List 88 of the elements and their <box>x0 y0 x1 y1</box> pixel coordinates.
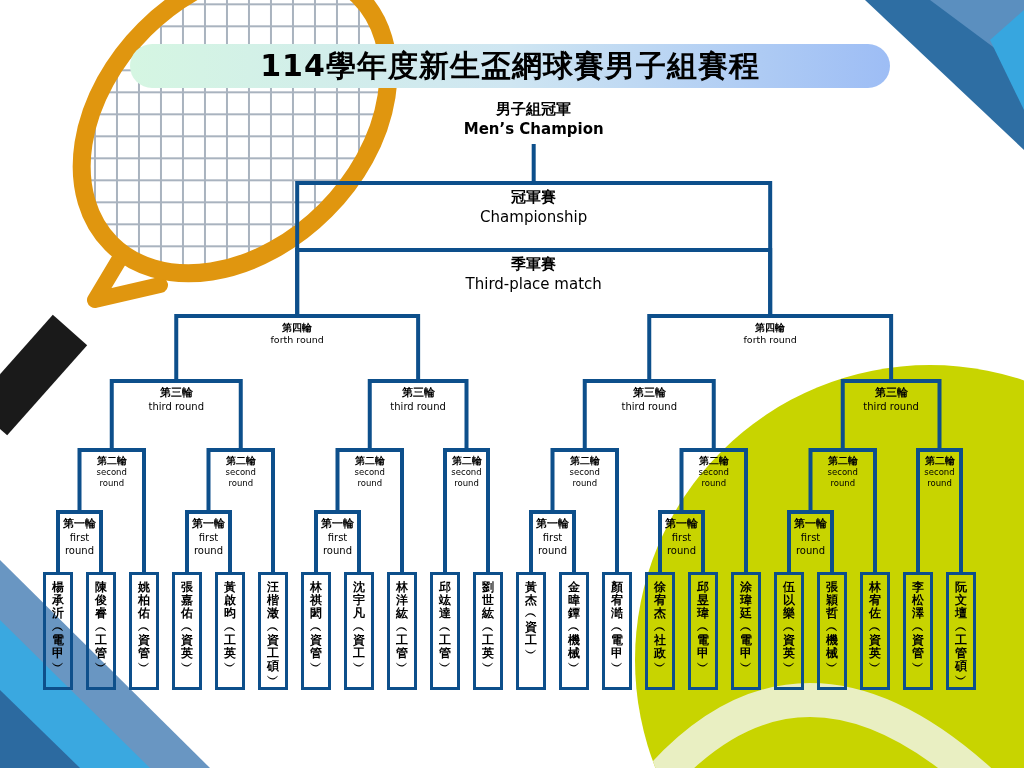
player-box <box>387 572 417 690</box>
player-name: 楊承沂︵電甲︶ <box>52 581 64 674</box>
round-label: 第一輪 <box>191 517 226 531</box>
player-box <box>817 572 847 690</box>
round-label: second round <box>450 467 483 490</box>
player-box <box>860 572 890 690</box>
player-name: 李松澤︵資管︶ <box>912 581 924 674</box>
player-name: 顏宥澔︵電甲︶ <box>611 581 623 674</box>
player-name: 劉世紘︵工英︶ <box>482 581 494 674</box>
round-label: 季軍賽 <box>510 255 558 275</box>
round-label: 第四輪 <box>281 321 314 334</box>
player-name: 陳俊睿︵工管︶ <box>95 581 107 674</box>
player-box <box>559 572 589 690</box>
player-name: 張穎哲︵機械︶ <box>826 581 838 674</box>
player-box <box>602 572 632 690</box>
round-label: 第一輪 <box>793 517 828 531</box>
round-label: 第一輪 <box>535 517 570 531</box>
player-box <box>516 572 546 690</box>
round-label: 第三輪 <box>631 386 667 400</box>
round-label: 第二輪 <box>95 455 128 468</box>
round-label: 第一輪 <box>320 517 355 531</box>
round-label: third round <box>147 399 205 413</box>
round-label: first round <box>665 530 697 557</box>
player-name: 張嘉佑︵資英︶ <box>181 581 193 674</box>
round-label: 第二輪 <box>353 455 386 468</box>
player-name: 涂瑋廷︵電甲︶ <box>740 581 752 674</box>
round-label: 第三輪 <box>873 386 909 400</box>
round-label: third round <box>389 399 447 413</box>
round-label: first round <box>536 530 568 557</box>
player-name: 黃啟昀︵工英︶ <box>224 581 236 674</box>
round-label: 第二輪 <box>224 455 257 468</box>
player-box <box>473 572 503 690</box>
player-name: 邱竑達︵工管︶ <box>439 581 451 674</box>
player-name: 汪楷澂︵資工碩︶ <box>267 581 279 687</box>
player-box <box>645 572 675 690</box>
round-label: 第一輪 <box>62 517 97 531</box>
champion-label: 男子組冠軍 <box>495 100 573 120</box>
player-box <box>946 572 976 690</box>
round-label: first round <box>321 530 353 557</box>
player-box <box>774 572 804 690</box>
player-box <box>344 572 374 690</box>
round-label: third round <box>620 399 678 413</box>
round-label: second round <box>224 467 257 490</box>
player-box <box>172 572 202 690</box>
title-banner: 114學年度新生盃網球賽男子組賽程 <box>130 44 890 88</box>
player-name: 林洋紘︵工管︶ <box>396 581 408 674</box>
round-label: 第二輪 <box>923 455 956 468</box>
player-box <box>258 572 288 690</box>
round-label: third round <box>862 399 920 413</box>
player-box <box>215 572 245 690</box>
player-name: 沈宇凡︵資工︶ <box>353 581 365 674</box>
player-name: 阮文壇︵工管碩︶ <box>955 581 967 687</box>
player-name: 姚柏佑︵資管︶ <box>138 581 150 674</box>
player-name: 黃杰︵資工︶ <box>525 581 537 661</box>
round-label: Championship <box>479 207 589 227</box>
round-label: second round <box>568 467 601 490</box>
round-label: 第二輪 <box>826 455 859 468</box>
player-box <box>731 572 761 690</box>
player-name: 林祺閎︵資管︶ <box>310 581 322 674</box>
round-label: second round <box>353 467 386 490</box>
round-label: 第二輪 <box>568 455 601 468</box>
round-label: 第四輪 <box>754 321 787 334</box>
round-label: 第二輪 <box>450 455 483 468</box>
player-name: 林宥佐︵資英︶ <box>869 581 881 674</box>
champion-label: Men’s Champion <box>462 119 605 139</box>
player-box <box>86 572 116 690</box>
round-label: second round <box>826 467 859 490</box>
round-label: second round <box>95 467 128 490</box>
player-box <box>301 572 331 690</box>
player-name: 金暐鐔︵機械︶ <box>568 581 580 674</box>
round-label: Third-place match <box>464 274 603 294</box>
round-label: first round <box>192 530 224 557</box>
round-label: first round <box>794 530 826 557</box>
player-box <box>43 572 73 690</box>
round-label: second round <box>923 467 956 490</box>
round-label: first round <box>63 530 95 557</box>
player-name: 邱昱瑋︵電甲︶ <box>697 581 709 674</box>
round-label: 冠軍賽 <box>510 188 558 208</box>
player-box <box>903 572 933 690</box>
player-name: 徐宥杰︵社政︶ <box>654 581 666 674</box>
round-label: 第三輪 <box>158 386 194 400</box>
round-label: 第三輪 <box>400 386 436 400</box>
player-box <box>430 572 460 690</box>
round-label: forth round <box>269 334 325 347</box>
player-name: 伍以樂︵資英︶ <box>783 581 795 674</box>
player-box <box>129 572 159 690</box>
round-label: forth round <box>742 334 798 347</box>
player-box <box>688 572 718 690</box>
